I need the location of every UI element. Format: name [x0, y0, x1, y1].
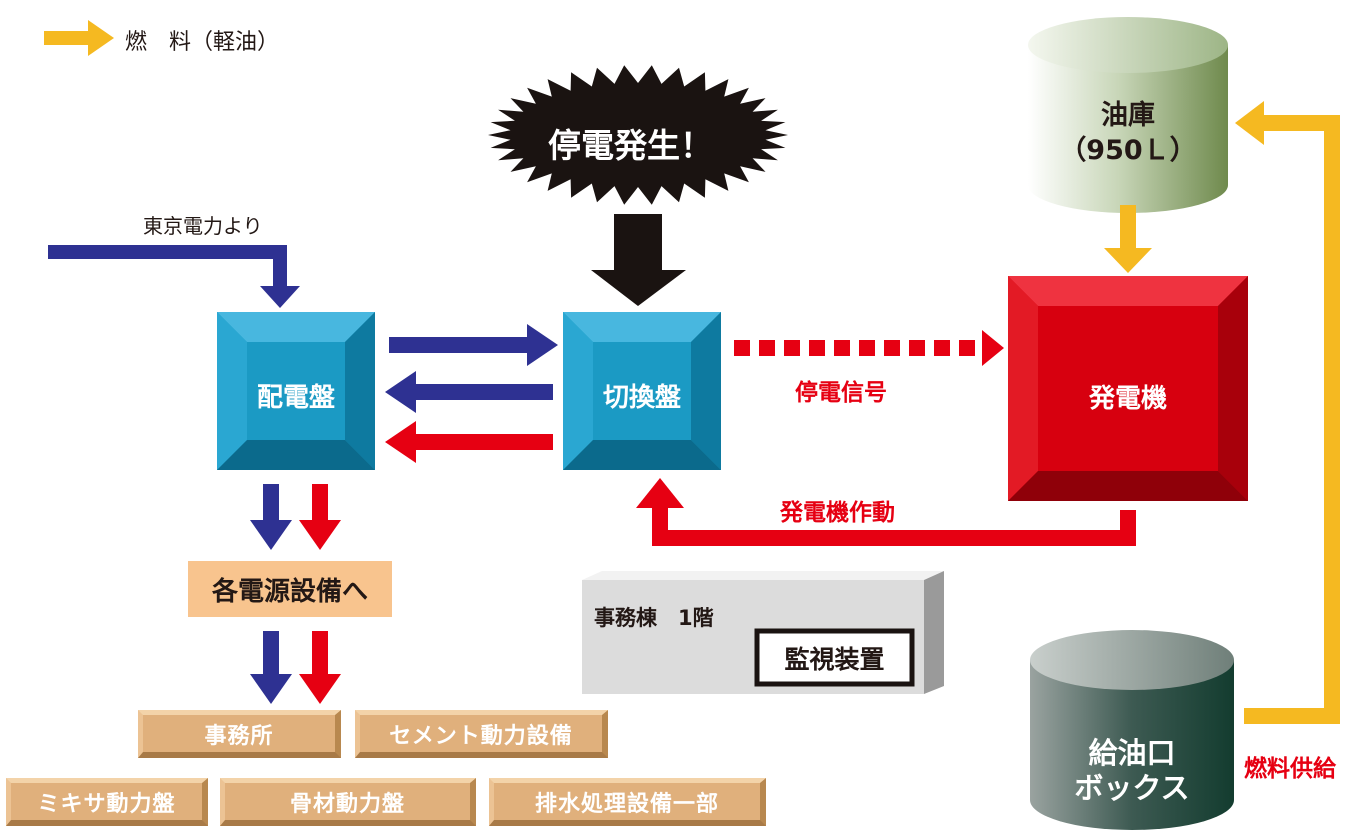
dist-down-red-arrow-1 [299, 484, 341, 550]
distribution-panel [217, 312, 375, 470]
fuel-supply-arrow [1235, 101, 1340, 724]
facility-drainage: 排水処理設備一部 [489, 778, 766, 826]
fuel-box-label-2: ボックス [1074, 771, 1190, 805]
switchboard-panel [563, 312, 721, 470]
outage-label: 停電発生！ [548, 126, 713, 165]
facility-mixer-panel: ミキサ動力盤 [6, 778, 208, 826]
oil-tank-label-2: （950Ｌ） [1059, 135, 1197, 166]
outage-arrow [591, 214, 686, 306]
dist-down-red-arrow-2 [299, 631, 341, 704]
dist-down-blue-arrow-1 [250, 484, 292, 550]
generator-start-arrow [636, 478, 1136, 546]
facility-cement-power: セメント動力設備 [355, 710, 608, 758]
tepco-label: 東京電力より [143, 214, 263, 238]
fuel-box [1030, 630, 1234, 830]
oil-tank [1028, 17, 1228, 213]
dist-to-switch-arrow [389, 324, 558, 366]
office-building-label: 事務棟 1階 [594, 606, 714, 630]
facility-aggregate-panel: 骨材動力盤 [220, 778, 476, 826]
tank-to-generator-arrow [1104, 205, 1152, 273]
monitor-label: 監視装置 [784, 645, 885, 674]
switch-to-dist-blue-arrow [385, 371, 553, 413]
generator-label: 発電機 [1088, 384, 1167, 414]
outage-signal-arrow [734, 330, 1004, 366]
each-power-label: 各電源設備へ [211, 576, 368, 607]
dist-down-blue-arrow-2 [250, 631, 292, 704]
outage-signal-label: 停電信号 [795, 380, 887, 406]
fuel-supply-label: 燃料供給 [1244, 756, 1336, 782]
outage-burst [488, 65, 788, 205]
each-power-box: 各電源設備へ [188, 561, 392, 617]
generator-box [1008, 276, 1248, 501]
facility-office: 事務所 [138, 710, 341, 758]
distribution-label: 配電盤 [256, 383, 335, 413]
generator-start-label: 発電機作動 [780, 500, 895, 526]
fuel-box-label-1: 給油口 [1088, 736, 1176, 770]
legend-fuel-label: 燃 料（軽油） [125, 30, 280, 55]
switch-to-dist-red-arrow [385, 421, 553, 463]
tepco-arrow [48, 245, 300, 308]
oil-tank-label-1: 油庫 [1101, 100, 1155, 131]
legend-fuel-arrow [44, 20, 114, 56]
monitor-frame [754, 628, 915, 687]
switchboard-label: 切換盤 [602, 383, 681, 413]
